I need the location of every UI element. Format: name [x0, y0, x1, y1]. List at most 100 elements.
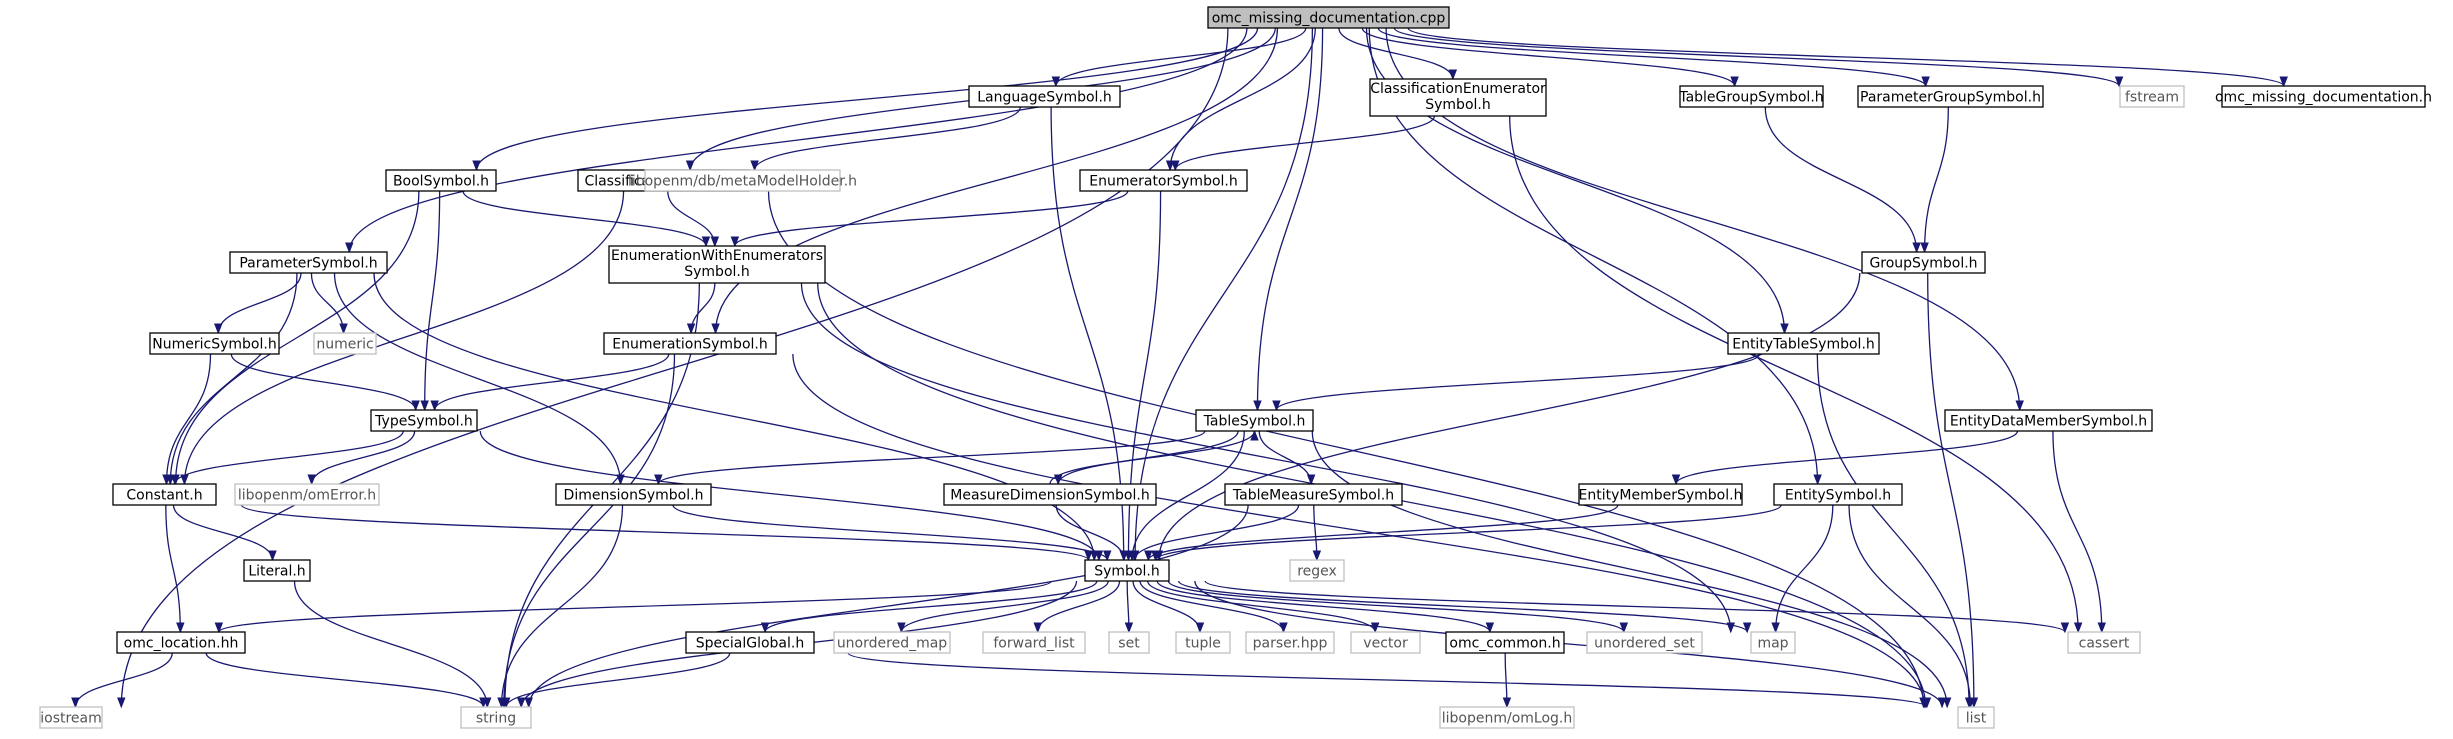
node-box [685, 631, 815, 654]
node-omcloc[interactable]: omc_location.hh [116, 631, 246, 654]
edge-line [1361, 27, 1736, 87]
node-box [1079, 169, 1248, 192]
node-tuple[interactable]: tuple [1175, 631, 1231, 654]
node-iostream[interactable]: iostream [39, 706, 103, 729]
arrowhead [1033, 622, 1042, 634]
edge-line [528, 504, 1249, 708]
node-typesym[interactable]: TypeSymbol.h [370, 409, 478, 432]
node-regex[interactable]: regex [1289, 559, 1345, 582]
node-list[interactable]: list [1957, 706, 1995, 729]
node-box [243, 559, 311, 582]
arrowhead [524, 697, 533, 709]
node-unordset[interactable]: unordered_set [1586, 631, 1703, 654]
node-entitytable[interactable]: EntityTableSymbol.h [1727, 332, 1880, 355]
node-entitysym[interactable]: EntitySymbol.h [1773, 483, 1903, 506]
node-label: Symbol.h [1094, 564, 1159, 580]
node-numericsym[interactable]: NumericSymbol.h [149, 332, 280, 355]
node-box [1578, 483, 1743, 506]
node-specialglobal[interactable]: SpecialGlobal.h [685, 631, 815, 654]
node-paramsym[interactable]: ParameterSymbol.h [229, 251, 388, 274]
node-unordmap[interactable]: unordered_map [833, 631, 951, 654]
edge-line [373, 272, 1095, 561]
edge-line [1816, 353, 1970, 708]
node-tablesym[interactable]: TableSymbol.h [1195, 409, 1314, 432]
edge-entitytable-to-list [1816, 353, 1974, 709]
node-set[interactable]: set [1108, 631, 1150, 654]
edge-line [753, 106, 1021, 171]
node-omcmissing[interactable]: omc_missing_documentation.h [2215, 85, 2432, 108]
node-literal[interactable]: Literal.h [243, 559, 311, 582]
arrowhead [1813, 474, 1822, 486]
node-paramgroup[interactable]: ParameterGroupSymbol.h [1857, 85, 2044, 108]
arrowhead [472, 160, 481, 172]
node-tablegroup[interactable]: TableGroupSymbol.h [1678, 85, 1824, 108]
edge-symbol-to-tuple [1132, 580, 1205, 634]
node-libmeta[interactable]: libopenm/db/metaModelHolder.h [628, 169, 857, 192]
edge-line [1256, 27, 1324, 411]
arrowhead [1151, 550, 1160, 562]
node-box [1245, 631, 1335, 654]
arrowhead [686, 323, 696, 335]
node-constant[interactable]: Constant.h [112, 483, 217, 506]
node-boolsym[interactable]: BoolSymbol.h [385, 169, 497, 192]
edge-entitysym-to-list [1848, 504, 1975, 709]
edge-line [1675, 430, 2019, 485]
node-langsym[interactable]: LanguageSymbol.h [968, 85, 1121, 108]
node-enumsym[interactable]: EnumerationSymbol.h [603, 332, 777, 355]
node-fstream[interactable]: fstream [2119, 85, 2185, 108]
node-box [313, 332, 377, 355]
node-entitydm[interactable]: EntityDataMemberSymbol.h [1944, 409, 2153, 432]
arrowhead [517, 697, 526, 709]
edge-line [1923, 106, 1949, 253]
node-tablemeasure[interactable]: TableMeasureSymbol.h [1224, 483, 1403, 506]
arrowhead [1937, 697, 1947, 709]
node-entitymember[interactable]: EntityMemberSymbol.h [1578, 483, 1743, 506]
node-enumerator[interactable]: EnumeratorSymbol.h [1079, 169, 1248, 192]
edge-entitysym-to-map [1771, 504, 1834, 634]
arrowhead [1119, 550, 1129, 562]
node-root[interactable]: omc_missing_documentation.cpp [1207, 6, 1450, 29]
edge-line [672, 504, 1108, 561]
node-omccommon[interactable]: omc_common.h [1445, 631, 1565, 654]
node-cassert[interactable]: cassert [2067, 631, 2141, 654]
node-string[interactable]: string [460, 706, 532, 729]
node-label: EnumeratorSymbol.h [1089, 174, 1237, 190]
arrowhead [1780, 323, 1789, 335]
edge-line [218, 580, 1052, 633]
node-groupsym[interactable]: GroupSymbol.h [1861, 251, 1986, 274]
arrowhead [701, 236, 711, 248]
arrowhead [2097, 622, 2107, 634]
node-dimsym[interactable]: DimensionSymbol.h [555, 483, 712, 506]
edge-classenum-to-enumerator [1171, 115, 1436, 172]
node-label: omc_missing_documentation.h [2215, 90, 2432, 106]
node-liblog[interactable]: libopenm/omLog.h [1439, 706, 1575, 729]
node-symbol[interactable]: Symbol.h [1084, 559, 1170, 582]
node-label: LanguageSymbol.h [977, 90, 1112, 106]
edge-symbol-to-map [1178, 580, 1752, 634]
arrowhead [430, 400, 439, 412]
node-measuredim[interactable]: MeasureDimensionSymbol.h [943, 483, 1157, 506]
edge-tablemeasure-to-string [524, 504, 1249, 709]
node-label: EntityDataMemberSymbol.h [1950, 414, 2147, 430]
arrowhead [1312, 550, 1322, 562]
node-liberror[interactable]: libopenm/omError.h [234, 483, 380, 506]
node-vector[interactable]: vector [1350, 631, 1421, 654]
node-parser[interactable]: parser.hpp [1245, 631, 1335, 654]
edge-line [1169, 27, 1316, 171]
edge-line [2052, 430, 2103, 633]
edge-line [462, 190, 707, 247]
edge-measuredim-to-symbol [1055, 504, 1129, 562]
arrowhead [710, 236, 720, 248]
edge-constant-to-literal [172, 504, 277, 562]
edge-root-to-paramsym [345, 27, 1248, 254]
node-box [2119, 85, 2185, 108]
node-fwdlist[interactable]: forward_list [982, 631, 1086, 654]
edge-line [764, 580, 1098, 633]
node-numeric[interactable]: numeric [313, 332, 377, 355]
arrowhead [1195, 622, 1205, 634]
node-map[interactable]: map [1750, 631, 1796, 654]
arrowhead [1124, 622, 1134, 634]
